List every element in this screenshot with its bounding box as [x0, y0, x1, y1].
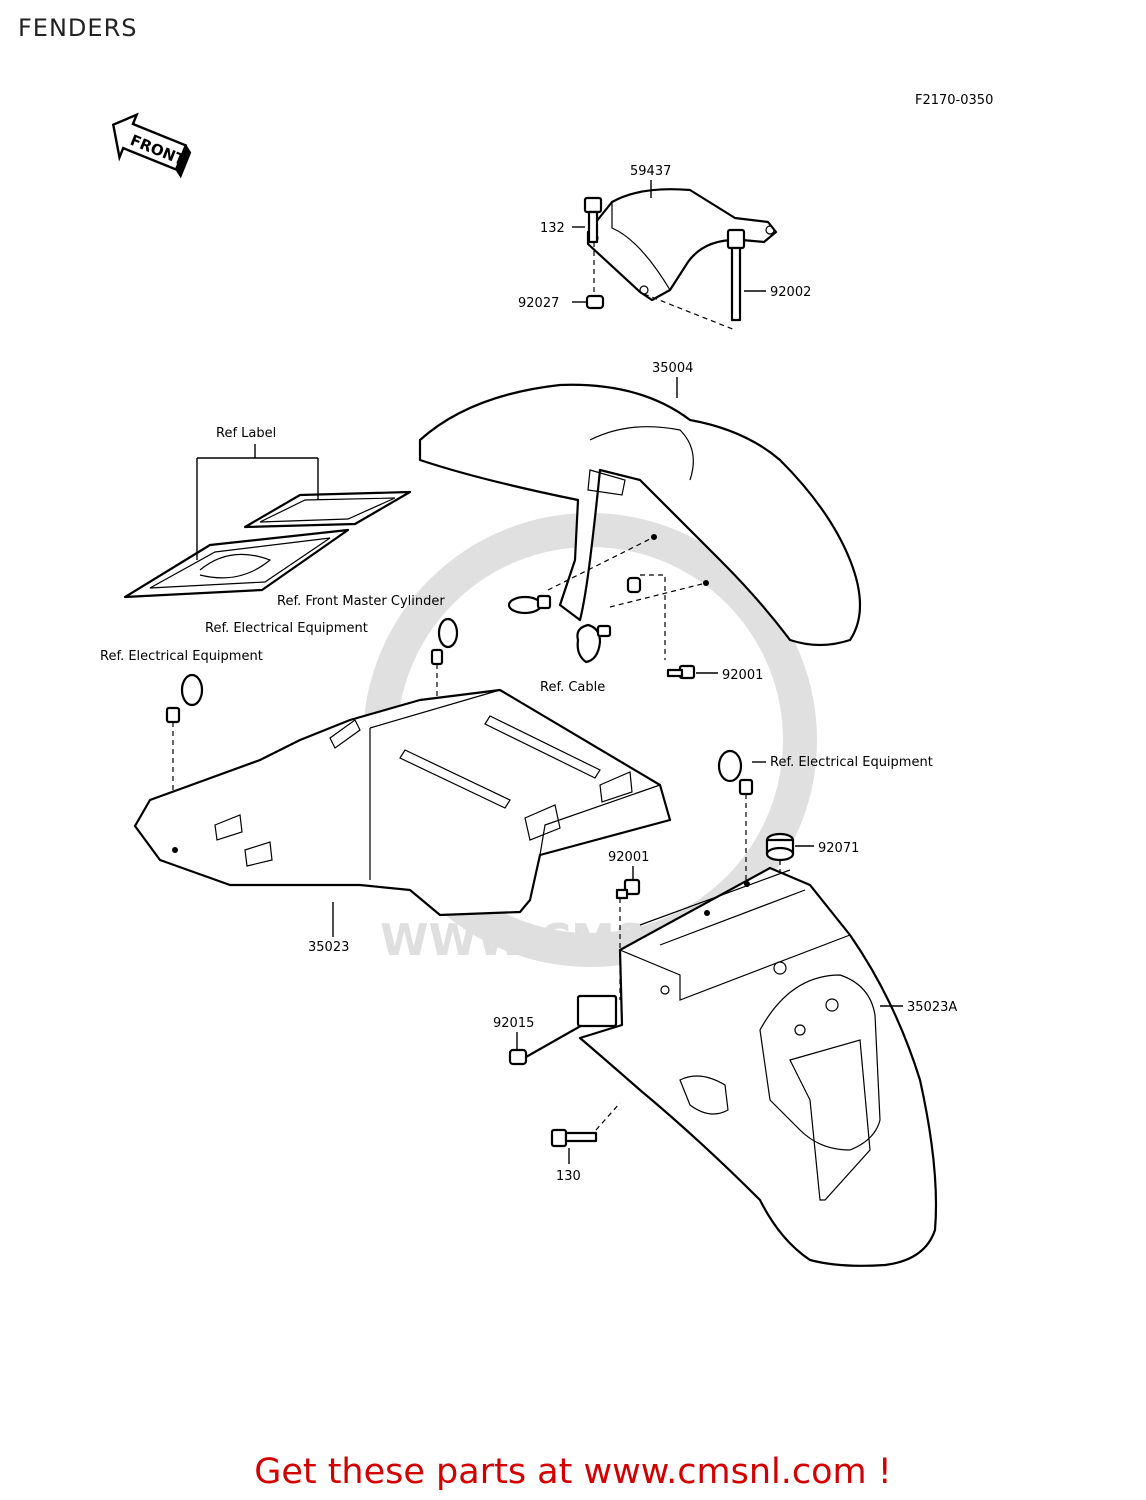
label-35004: 35004 — [652, 361, 693, 376]
label-ref-electrical-1: Ref. Electrical Equipment — [205, 621, 368, 636]
label-ref-electrical-2: Ref. Electrical Equipment — [100, 649, 263, 664]
label-92001-upper: 92001 — [722, 668, 763, 683]
bolt-130 — [550, 1102, 621, 1148]
bolt-92002 — [726, 228, 746, 322]
bolt-132 — [583, 196, 603, 244]
bolt-92015 — [508, 994, 618, 1066]
bolt-92001-upper — [666, 664, 696, 680]
clamp-electrical-3 — [717, 749, 754, 880]
label-ref-label: Ref Label — [216, 426, 276, 441]
label-92001-lower: 92001 — [608, 850, 649, 865]
rear-fender-35023a — [578, 866, 938, 1267]
label-92002: 92002 — [770, 285, 811, 300]
label-ref-electrical-3: Ref. Electrical Equipment — [770, 755, 933, 770]
footer-link[interactable]: Get these parts at www.cmsnl.com ! — [254, 1452, 892, 1492]
page-title: FENDERS — [18, 14, 138, 42]
label-92027: 92027 — [518, 296, 559, 311]
clamp-cable — [576, 623, 612, 664]
nut-92027 — [585, 294, 605, 310]
clamp-front-master-cylinder — [507, 576, 642, 615]
ref-label-stickers — [123, 490, 412, 599]
diagram-code: F2170-0350 — [915, 93, 993, 108]
part-59437-bracket — [586, 188, 778, 331]
clamp-electrical-2 — [165, 673, 204, 848]
label-92071: 92071 — [818, 841, 859, 856]
clamp-electrical-1 — [430, 617, 459, 720]
inner-fender-35023 — [133, 688, 672, 917]
label-ref-front-master-cylinder: Ref. Front Master Cylinder — [277, 594, 445, 609]
front-arrow-icon: FRONT — [111, 112, 192, 179]
label-35023: 35023 — [308, 940, 349, 955]
label-35023a: 35023A — [907, 1000, 957, 1015]
label-92015: 92015 — [493, 1016, 534, 1031]
label-ref-cable: Ref. Cable — [540, 680, 605, 695]
label-132: 132 — [540, 221, 565, 236]
label-130: 130 — [556, 1169, 581, 1184]
front-fender-35004 — [418, 383, 862, 660]
label-59437: 59437 — [630, 164, 671, 179]
